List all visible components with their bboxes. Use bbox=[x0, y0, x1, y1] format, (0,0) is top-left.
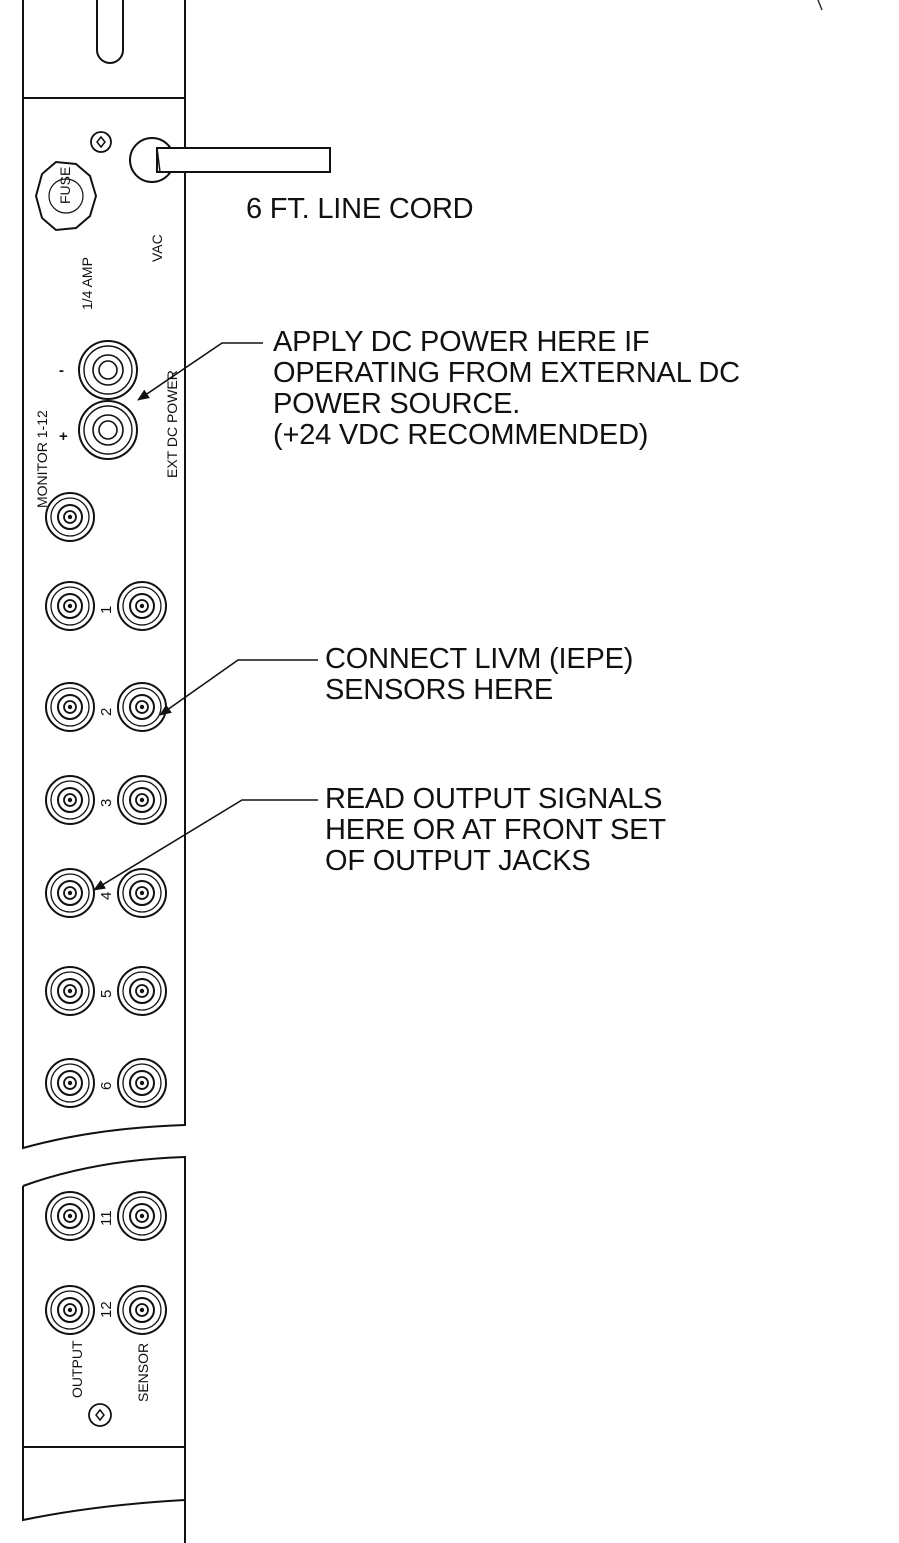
binding-post-minus-icon bbox=[78, 340, 138, 400]
plus-sign: + bbox=[59, 428, 68, 445]
callout-sensors-line-1: CONNECT LIVM (IEPE) bbox=[325, 643, 634, 675]
bnc-sensor-jack-6-icon bbox=[117, 1058, 167, 1108]
bnc-output-jack-6-icon bbox=[45, 1058, 95, 1108]
panel-lower-outline bbox=[22, 1155, 186, 1543]
channel-number-labels: 1 2 3 4 5 6 11 12 bbox=[98, 606, 115, 1318]
callout-dc-power-line-2: OPERATING FROM EXTERNAL DC bbox=[273, 357, 740, 389]
bnc-sensor-jack-12-icon bbox=[117, 1285, 167, 1335]
callout-dc-power-line-4: (+24 VDC RECOMMENDED) bbox=[273, 419, 649, 451]
screw-top-icon bbox=[90, 131, 112, 153]
vac-label: VAC bbox=[149, 234, 165, 262]
callout-outputs: READ OUTPUT SIGNALS HERE OR AT FRONT SET… bbox=[325, 784, 666, 877]
fuse-holder-icon: FUSE bbox=[34, 160, 98, 232]
fuse-rating-label: 1/4 AMP bbox=[79, 257, 95, 310]
bnc-output-jack-4-icon bbox=[45, 868, 95, 918]
sensors-leader-line bbox=[159, 659, 318, 716]
bnc-output-jack-3-icon bbox=[45, 775, 95, 825]
callout-sensors-line-2: SENSORS HERE bbox=[325, 674, 554, 706]
bnc-sensor-jack-5-icon bbox=[117, 966, 167, 1016]
bnc-sensor-jack-3-icon bbox=[117, 775, 167, 825]
channel-label-3: 3 bbox=[98, 799, 115, 807]
outputs-leader-line bbox=[93, 799, 318, 891]
bnc-sensor-jack-2-icon bbox=[117, 682, 167, 732]
channel-label-4: 4 bbox=[98, 892, 115, 900]
bnc-sensor-jack-4-icon bbox=[117, 868, 167, 918]
dc-power-leader-line bbox=[137, 342, 263, 401]
callout-dc-power-line-3: POWER SOURCE. bbox=[273, 388, 521, 420]
line-cord-icon bbox=[129, 137, 331, 183]
bnc-sensor-jack-11-icon bbox=[117, 1191, 167, 1241]
bnc-output-jack-2-icon bbox=[45, 682, 95, 732]
ext-dc-power-label: EXT DC POWER bbox=[164, 370, 180, 478]
callout-sensors: CONNECT LIVM (IEPE) SENSORS HERE bbox=[325, 644, 633, 706]
bnc-output-jack-5-icon bbox=[45, 966, 95, 1016]
stray-mark bbox=[817, 0, 823, 11]
screw-bottom-icon bbox=[88, 1403, 112, 1427]
monitor-label: MONITOR 1-12 bbox=[34, 410, 50, 508]
channel-label-6: 6 bbox=[98, 1082, 115, 1090]
channel-label-2: 2 bbox=[98, 708, 115, 716]
channel-label-11: 11 bbox=[98, 1210, 115, 1226]
callout-line-cord-text: 6 FT. LINE CORD bbox=[246, 193, 474, 225]
bnc-jack-monitor-icon bbox=[45, 492, 95, 542]
panel-upper-outline bbox=[22, 0, 186, 1150]
output-column-label: OUTPUT bbox=[69, 1340, 85, 1398]
bnc-output-jack-12-icon bbox=[45, 1285, 95, 1335]
callout-line-cord: 6 FT. LINE CORD bbox=[246, 193, 474, 225]
channel-label-12: 12 bbox=[98, 1301, 115, 1318]
callout-outputs-line-3: OF OUTPUT JACKS bbox=[325, 845, 591, 877]
bnc-jack-grid bbox=[45, 581, 167, 1335]
bnc-output-jack-11-icon bbox=[45, 1191, 95, 1241]
callout-outputs-line-1: READ OUTPUT SIGNALS bbox=[325, 783, 663, 815]
minus-sign: - bbox=[59, 362, 64, 379]
bnc-output-jack-1-icon bbox=[45, 581, 95, 631]
mounting-slot bbox=[96, 0, 124, 64]
sensor-column-label: SENSOR bbox=[135, 1343, 151, 1402]
channel-label-1: 1 bbox=[98, 606, 115, 614]
callout-dc-power-line-1: APPLY DC POWER HERE IF bbox=[273, 326, 650, 358]
binding-post-plus-icon bbox=[78, 400, 138, 460]
bnc-monitor-jack-icon bbox=[45, 492, 95, 542]
callout-dc-power: APPLY DC POWER HERE IF OPERATING FROM EX… bbox=[273, 327, 740, 451]
channel-label-5: 5 bbox=[98, 990, 115, 998]
fuse-label: FUSE bbox=[57, 167, 73, 204]
bnc-sensor-jack-1-icon bbox=[117, 581, 167, 631]
callout-outputs-line-2: HERE OR AT FRONT SET bbox=[325, 814, 666, 846]
